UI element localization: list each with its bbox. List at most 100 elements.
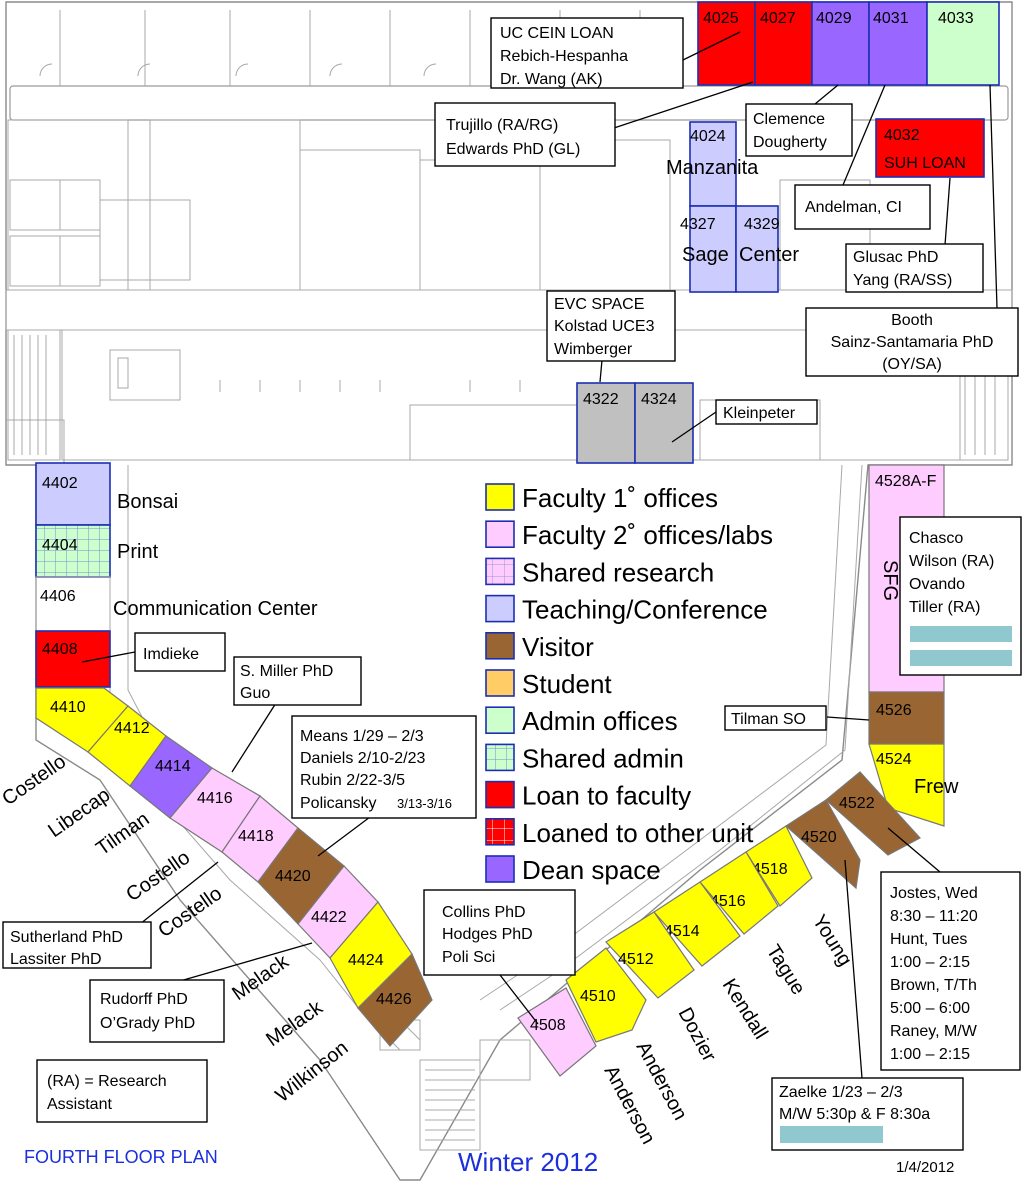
area-label-communication: Communication Center <box>113 598 318 620</box>
svg-text:UC CEIN LOAN: UC CEIN LOAN <box>500 25 614 42</box>
svg-text:4031: 4031 <box>873 10 909 27</box>
note-trujillo: Trujillo (RA/RG) Edwards PhD (GL) <box>434 102 616 167</box>
svg-text:Tiller (RA): Tiller (RA) <box>909 599 980 616</box>
svg-text:M/W 5:30p & F 8:30a: M/W 5:30p & F 8:30a <box>779 1106 930 1123</box>
legend-swatch-5 <box>485 669 515 697</box>
room-4027: 4027 <box>754 1 813 86</box>
svg-text:4518: 4518 <box>752 861 788 878</box>
svg-text:1:00 – 2:15: 1:00 – 2:15 <box>890 954 970 971</box>
occupant-young: Young <box>808 911 856 970</box>
svg-text:Assistant: Assistant <box>47 1096 112 1113</box>
svg-text:(RA) = Research: (RA) = Research <box>47 1073 167 1090</box>
svg-text:4414: 4414 <box>155 758 191 775</box>
room-4404: 4404 <box>35 524 111 578</box>
note-tilman-so: Tilman SO <box>724 705 827 731</box>
term-label: Winter 2012 <box>458 1147 598 1177</box>
svg-text:Dr. Wang (AK): Dr. Wang (AK) <box>500 71 603 88</box>
svg-text:Guo: Guo <box>240 685 270 702</box>
legend-label-10: Dean space <box>522 855 661 885</box>
leader-lines <box>81 31 998 1079</box>
note-andelman: Andelman, CI <box>794 184 931 230</box>
note-zaelke: Zaelke 1/23 – 2/3 M/W 5:30p & F 8:30a <box>771 1077 964 1151</box>
note-evc: EVC SPACE Kolstad UCE3 Wimberger <box>546 290 676 362</box>
note-clemence: Clemence Dougherty <box>745 103 853 157</box>
room-4031: 4031 <box>868 1 928 86</box>
svg-text:Brown, T/Th: Brown, T/Th <box>890 977 977 994</box>
room-4322: 4322 <box>576 382 636 464</box>
svg-text:O’Grady PhD: O’Grady PhD <box>100 1015 195 1032</box>
room-4414: 4414 <box>129 735 213 819</box>
svg-text:4404: 4404 <box>42 537 78 554</box>
occupant-melack-4422: Melack <box>228 950 293 1005</box>
svg-text:Hodges PhD: Hodges PhD <box>442 926 533 943</box>
svg-text:Imdieke: Imdieke <box>143 646 199 663</box>
svg-text:4327: 4327 <box>680 216 716 233</box>
svg-text:4528A-F: 4528A-F <box>875 473 937 490</box>
legend-label-3: Teaching/Conference <box>522 595 768 625</box>
legend-swatch-1 <box>485 520 515 549</box>
svg-text:Glusac PhD: Glusac PhD <box>853 249 938 266</box>
room-4327: 4327 <box>680 205 737 293</box>
svg-text:S. Miller PhD: S. Miller PhD <box>240 663 333 680</box>
svg-text:Kleinpeter: Kleinpeter <box>723 405 796 422</box>
room-4032: 4032 SUH LOAN <box>875 118 985 178</box>
room-4526: 4526 <box>868 691 945 745</box>
svg-text:4402: 4402 <box>42 475 78 492</box>
room-4024: 4024 <box>689 121 737 207</box>
svg-text:4516: 4516 <box>710 893 746 910</box>
area-label-sage: Sage <box>682 244 729 266</box>
occupant-tague: Tague <box>762 941 810 999</box>
svg-text:Tilman SO: Tilman SO <box>731 711 806 728</box>
note-sutherland: Sutherland PhD Lassiter PhD <box>2 921 152 969</box>
svg-text:Wimberger: Wimberger <box>554 341 633 358</box>
note-ra: (RA) = Research Assistant <box>36 1059 208 1123</box>
note-kleinpeter: Kleinpeter <box>715 399 818 425</box>
svg-text:Rubin 2/22-3/5: Rubin 2/22-3/5 <box>300 772 405 789</box>
svg-text:4408: 4408 <box>42 641 78 658</box>
note-rudorff: Rudorff PhD O’Grady PhD <box>89 979 225 1043</box>
svg-text:4420: 4420 <box>275 868 311 885</box>
room-4406: 4406 <box>35 576 111 632</box>
svg-text:Daniels 2/10-2/23: Daniels 2/10-2/23 <box>300 750 426 767</box>
svg-text:Kolstad UCE3: Kolstad UCE3 <box>554 318 655 335</box>
svg-text:SUH LOAN: SUH LOAN <box>884 155 966 172</box>
svg-text:Booth: Booth <box>891 312 933 329</box>
note-means: Means 1/29 – 2/3 Daniels 2/10-2/23 Rubin… <box>291 715 477 819</box>
svg-text:Poli Sci: Poli Sci <box>442 949 495 966</box>
room-4508: 4508 <box>517 987 597 1077</box>
legend-label-0: Faculty 1˚ offices <box>522 483 718 513</box>
room-4029: 4029 <box>811 1 870 86</box>
area-label-bonsai: Bonsai <box>117 491 178 513</box>
svg-text:4426: 4426 <box>376 991 412 1008</box>
legend-label-1: Faculty 2˚ offices/labs <box>522 520 773 550</box>
room-4033: 4033 <box>926 1 1000 86</box>
area-label-manzanita: Manzanita <box>666 157 759 179</box>
svg-text:4322: 4322 <box>583 391 619 408</box>
svg-text:Clemence: Clemence <box>753 111 825 128</box>
room-4025: 4025 <box>697 1 756 86</box>
svg-text:4033: 4033 <box>938 10 974 27</box>
legend-label-7: Shared admin <box>522 743 684 773</box>
svg-text:4410: 4410 <box>50 699 86 716</box>
note-glusac: Glusac PhD Yang (RA/SS) <box>845 243 984 293</box>
occupant-costello-4416: Costello <box>122 847 194 906</box>
room-4402: 4402 <box>35 462 111 526</box>
svg-text:4524: 4524 <box>876 751 912 768</box>
svg-text:Jostes, Wed: Jostes, Wed <box>890 885 978 902</box>
svg-text:Ovando: Ovando <box>909 576 965 593</box>
room-4518: 4518 <box>745 825 813 907</box>
svg-text:(OY/SA): (OY/SA) <box>882 356 942 373</box>
svg-text:Zaelke 1/23 – 2/3: Zaelke 1/23 – 2/3 <box>779 1084 903 1101</box>
legend-label-5: Student <box>522 669 612 699</box>
legend-swatch-3 <box>485 594 515 623</box>
room-4510: 4510 <box>565 947 647 1043</box>
legend-swatch-4 <box>485 631 515 660</box>
svg-text:Rebich-Hespanha: Rebich-Hespanha <box>500 48 628 65</box>
note-booth: Booth Sainz-Santamaria PhD (OY/SA) <box>805 307 1019 377</box>
room-4516: 4516 <box>699 851 779 935</box>
svg-text:Hunt, Tues: Hunt, Tues <box>890 931 967 948</box>
room-4522: 4522 <box>825 771 921 856</box>
svg-text:4508: 4508 <box>530 1017 566 1034</box>
svg-text:1:00 – 2:15: 1:00 – 2:15 <box>890 1046 970 1063</box>
